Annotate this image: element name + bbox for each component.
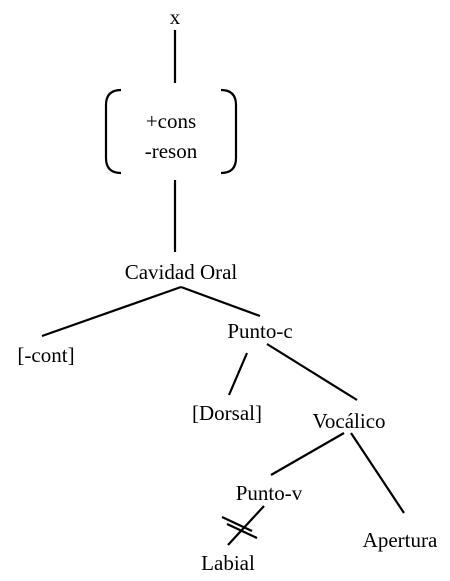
root-node-label: x — [170, 5, 181, 29]
edge-puntov-labial — [227, 505, 265, 546]
cavidad-oral-node-label: Cavidad Oral — [125, 260, 238, 284]
edge-cavidad-cont — [41, 285, 182, 338]
vocalico-node-label: Vocálico — [312, 409, 385, 433]
feature-cons-label: +cons — [146, 109, 196, 133]
punto-c-node-label: Punto-c — [227, 319, 292, 343]
delink-mark-2 — [226, 523, 258, 539]
feature-bracket-right — [220, 88, 238, 175]
edge-puntoc-dorsal — [227, 352, 249, 396]
punto-v-node-label: Punto-v — [236, 481, 303, 505]
edge-vocalico-puntov — [270, 432, 345, 476]
dorsal-node-label: [Dorsal] — [192, 401, 262, 425]
edge-vocalico-apertura — [350, 432, 405, 514]
edge-puntoc-vocalico — [266, 343, 358, 401]
feature-reson-label: -reson — [145, 139, 198, 163]
cont-node-label: [-cont] — [17, 343, 74, 367]
labial-node-label: Labial — [201, 551, 255, 575]
apertura-node-label: Apertura — [363, 528, 438, 552]
feature-bracket-left — [104, 88, 122, 175]
edge-cavidad-puntoc — [180, 285, 261, 318]
delink-mark-1 — [221, 516, 253, 532]
